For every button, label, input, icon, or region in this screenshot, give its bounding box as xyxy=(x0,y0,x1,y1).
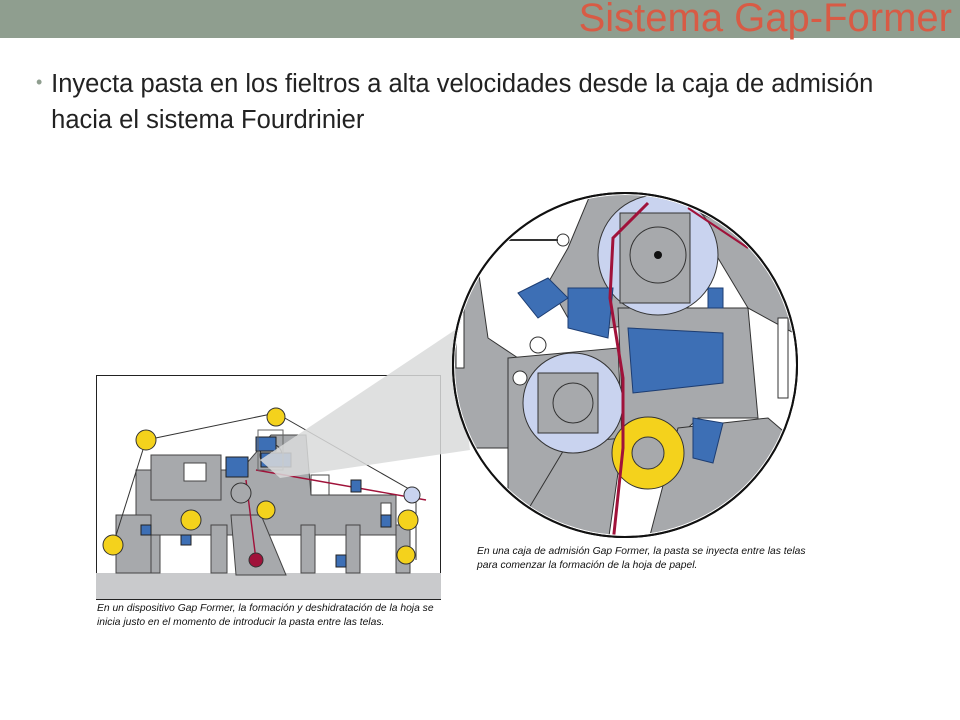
roller xyxy=(180,509,202,531)
slide-title: Sistema Gap-Former xyxy=(578,0,952,40)
bullet-text: Inyecta pasta en los fieltros a alta vel… xyxy=(51,70,874,135)
floor xyxy=(96,573,441,599)
roller xyxy=(135,429,157,451)
headbox-zoom-diagram xyxy=(452,192,798,538)
blue-blade-block xyxy=(627,327,724,394)
bullet-dot-icon: • xyxy=(36,72,43,92)
right-figure-caption: En una caja de admisión Gap Former, la p… xyxy=(477,546,806,572)
lower-roller xyxy=(552,382,594,424)
title-bar xyxy=(0,0,960,38)
roller xyxy=(266,407,286,427)
roller xyxy=(102,534,124,556)
roller xyxy=(396,545,416,565)
left-figure-caption: En un dispositivo Gap Former, la formaci… xyxy=(97,603,434,629)
zoom-cone xyxy=(260,330,470,478)
bullet-item: • Inyecta pasta en los fieltros a alta v… xyxy=(36,66,916,138)
roller xyxy=(397,509,419,531)
roller xyxy=(256,500,276,520)
